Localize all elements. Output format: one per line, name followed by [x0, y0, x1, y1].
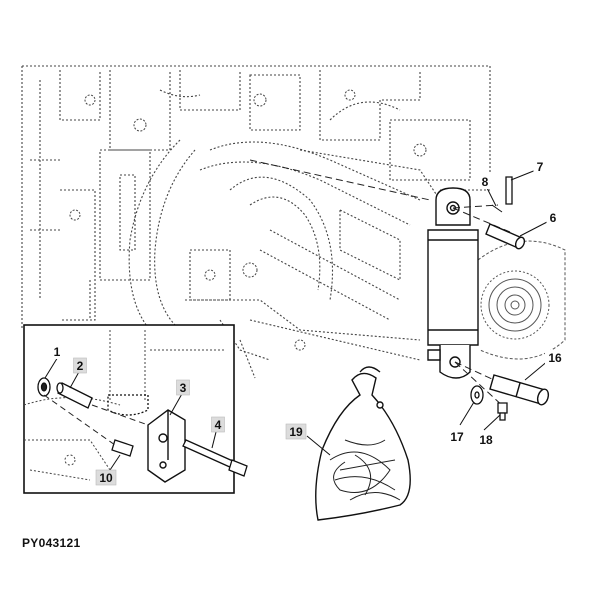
- callout-number: 7: [537, 160, 544, 174]
- part-10-pin: [111, 439, 134, 457]
- callout-number: 3: [180, 381, 187, 395]
- callout-18: 18: [476, 432, 496, 447]
- callout-number: 6: [550, 211, 557, 225]
- part-2-bushing: [37, 377, 93, 409]
- leader-lines: [44, 169, 550, 471]
- callout-number: 16: [548, 351, 562, 365]
- callout-2: 2: [73, 357, 87, 374]
- callout-19: 19: [285, 423, 307, 440]
- hydraulic-cylinder: [427, 187, 479, 379]
- callout-box: [211, 416, 225, 433]
- callout-number: 2: [77, 359, 84, 373]
- callout-16: 16: [545, 350, 565, 365]
- part-4-bolt: [182, 439, 248, 477]
- figure-reference-code: PY043121: [22, 536, 81, 550]
- hub-disc: [477, 240, 566, 360]
- callout-box: [95, 469, 117, 486]
- callout-box: [50, 344, 64, 359]
- callout-4: 4: [211, 416, 225, 433]
- callout-10: 10: [95, 469, 117, 486]
- callout-3: 3: [176, 379, 190, 396]
- callout-number: 17: [450, 430, 464, 444]
- callout-box: [285, 423, 307, 440]
- callout-8: 8: [478, 174, 492, 189]
- callout-box: [546, 210, 560, 225]
- callout-box: [533, 159, 547, 174]
- callout-box: [476, 432, 496, 447]
- callout-number: 1: [54, 345, 61, 359]
- callout-1: 1: [50, 344, 64, 359]
- part-7-spring-pin: [505, 176, 513, 205]
- callout-number: 8: [482, 175, 489, 189]
- part-8-cotter-pin: [491, 204, 503, 213]
- callout-box: [176, 379, 190, 396]
- part-18-bolt: [497, 402, 508, 421]
- chassis-background: [21, 65, 491, 379]
- callout-number: 18: [479, 433, 493, 447]
- callout-box: [545, 350, 565, 365]
- callout-labels: 1 2 3 4 6 7 8 10 16 17 18 19: [50, 159, 565, 486]
- callout-box: [447, 429, 467, 444]
- callout-6: 6: [546, 210, 560, 225]
- part-16-pin: [489, 374, 550, 406]
- part-6-pin: [485, 223, 526, 250]
- callout-box: [478, 174, 492, 189]
- part-17-washer: [470, 385, 484, 405]
- callout-number: 10: [99, 471, 113, 485]
- part-3-bracket: [147, 409, 186, 483]
- part-19-hardware-bag: [315, 366, 411, 521]
- callout-number: 4: [215, 418, 222, 432]
- chassis-bolts: [69, 89, 427, 351]
- callout-box: [73, 357, 87, 374]
- callout-17: 17: [447, 429, 467, 444]
- callout-number: 19: [289, 425, 303, 439]
- callout-7: 7: [533, 159, 547, 174]
